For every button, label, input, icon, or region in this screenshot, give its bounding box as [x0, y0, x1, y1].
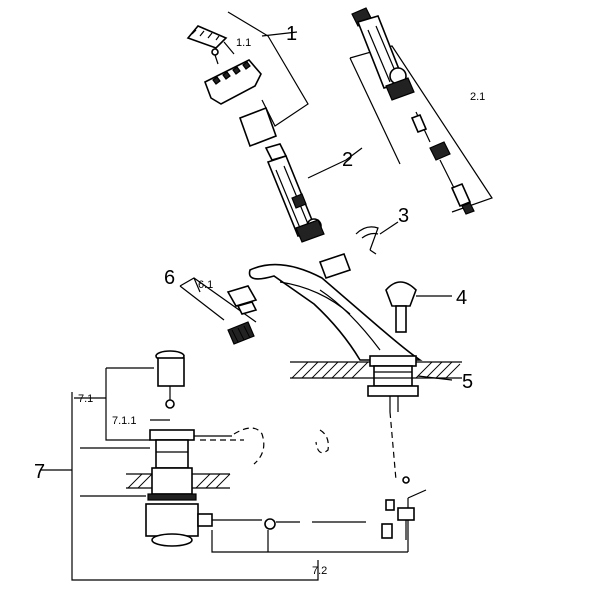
lift-rod-icon: [212, 518, 366, 530]
part-7-bracket: [71, 392, 319, 581]
lever-handle-icon: [385, 281, 417, 333]
cartridge-icon: [264, 143, 325, 243]
callout-1-1: 1.1: [236, 37, 251, 49]
callout-7-1-1: 7.1.1: [112, 415, 136, 427]
callout-6-1: 6.1: [198, 279, 213, 291]
spout-body: [248, 263, 423, 361]
drain-body-icon: [145, 467, 213, 547]
screw-icon: [186, 25, 228, 49]
aerator-icon: [226, 285, 258, 345]
callout-7-2: 7.2: [312, 565, 327, 577]
callout-7-1: 7.1: [78, 393, 93, 405]
part-4-lever: [385, 281, 452, 333]
part-6-aerator: [179, 277, 258, 345]
part-2-cartridge: [264, 143, 363, 280]
part-7-1-bracket: [105, 368, 150, 441]
drain-flange-icon: [149, 429, 232, 469]
popup-plug-icon: [155, 350, 185, 409]
sleeve-icon: [238, 106, 278, 148]
knurled-cap-icon: [203, 59, 262, 105]
part-1-bracket: [227, 11, 309, 127]
clamp-icon: [381, 476, 415, 540]
callout-4: 4: [456, 287, 467, 309]
part-2-1-cartridge-spare: [349, 7, 493, 215]
stem-icon: [410, 111, 475, 215]
clip-icon: [355, 226, 379, 255]
part-7-2-bracket: [211, 530, 408, 553]
part-3-clip: [355, 221, 399, 255]
callout-5: 5: [462, 371, 473, 393]
countertop: [290, 355, 462, 412]
callout-3: 3: [398, 205, 409, 227]
part-5-mounting-nut: [367, 355, 419, 412]
callout-6: 6: [164, 267, 175, 289]
callout-7: 7: [34, 461, 45, 483]
countertop-hatching: [291, 361, 461, 379]
callout-2-1: 2.1: [470, 91, 485, 103]
callout-1: 1: [286, 23, 297, 45]
part-7-waste-assembly: [40, 350, 427, 581]
cartridge-spare-icon: [351, 7, 415, 101]
callout-2: 2: [342, 149, 353, 171]
dashed-outlines: [200, 411, 397, 481]
part-1-cap-assembly: [186, 11, 309, 148]
callout-labels: 1 1.1 2 2.1 3 4 5 6 6.1 7 7.1 7.1.1 7.2: [34, 23, 485, 577]
small-screw-icon: [211, 48, 219, 65]
collar-icon: [318, 252, 352, 280]
